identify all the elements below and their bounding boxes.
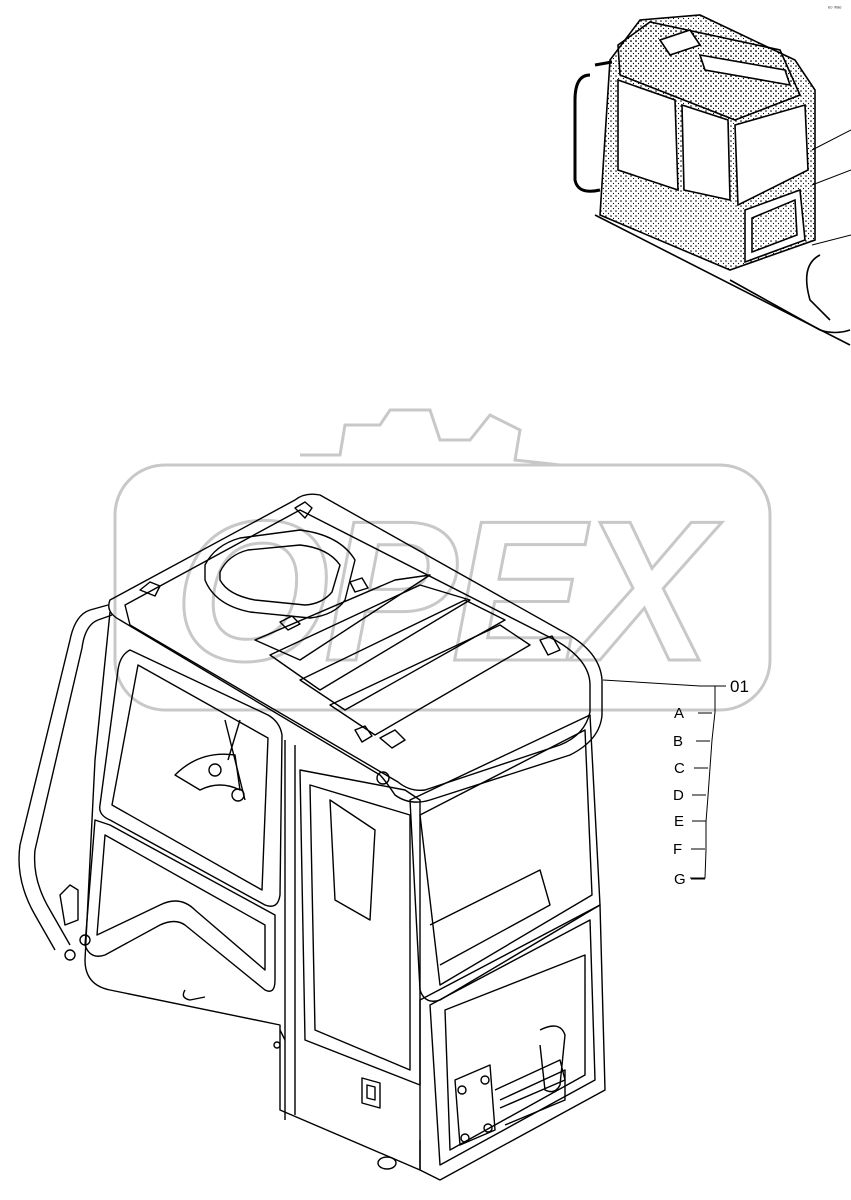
sub-label-g: G (674, 871, 686, 888)
front-access-hatch (454, 1064, 496, 1146)
left-door-window (99, 649, 283, 907)
roof-rail-3 (299, 599, 506, 711)
sub-label-e: E (674, 813, 684, 830)
sub-label-c: C (674, 760, 685, 777)
corner-mark: ᵉᵒ ʷᵃᵉ (828, 6, 842, 12)
watermark-text: OPEX (173, 479, 730, 705)
cab-assembly (18, 493, 606, 1181)
cab-roof (108, 493, 603, 803)
reference-cab-view (573, 14, 851, 346)
sub-label-d: D (673, 787, 684, 804)
roof-rail-4 (329, 624, 531, 736)
left-grab-rail (18, 609, 91, 951)
cab-left-side (84, 611, 421, 1171)
watermark-logo: OPEX (113, 408, 772, 712)
sub-label-b: B (673, 733, 683, 750)
front-lower-panel (419, 904, 606, 1181)
part-number-label: 01 (730, 677, 749, 696)
roof-hatch (204, 529, 356, 619)
roof-rail-1 (254, 574, 431, 661)
front-windscreen (409, 714, 601, 1002)
callout-bracket (690, 686, 716, 879)
callout-leader (602, 679, 726, 687)
left-lower-window (84, 819, 276, 992)
sub-label-a: A (674, 705, 684, 722)
front-frame (299, 769, 421, 1086)
sub-label-f: F (673, 841, 682, 858)
svg-text:OPEX: OPEX (174, 480, 722, 703)
